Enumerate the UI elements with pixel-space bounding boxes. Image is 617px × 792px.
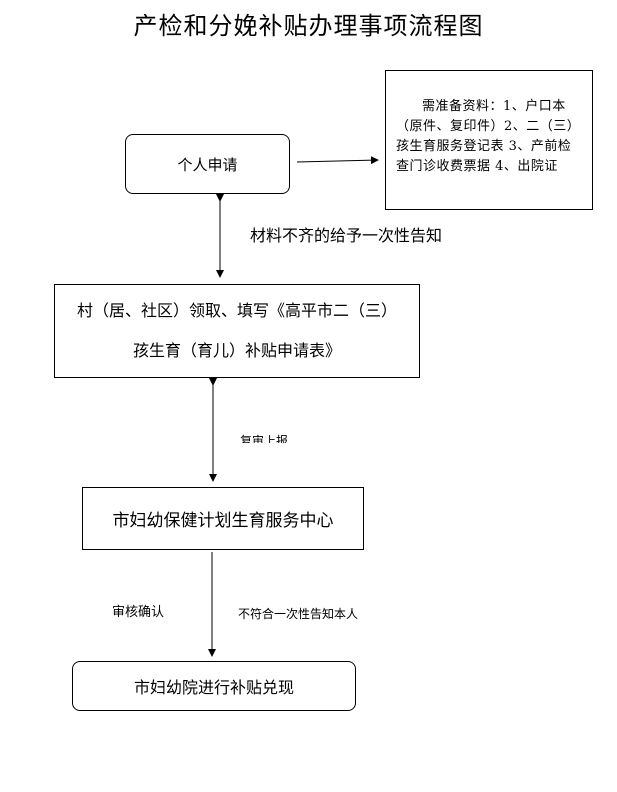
arrow-to-materials <box>296 156 379 165</box>
village-application-node: 村（居、社区）领取、填写《高平市二（三） 孩生育（育儿）补贴申请表》 <box>54 284 420 378</box>
village-label-line2: 孩生育（育儿）补贴申请表》 <box>132 341 341 360</box>
not-eligible-label: 不符合一次性告知本人 <box>238 607 359 621</box>
page-title: 产检和分娩补贴办理事项流程图 <box>133 12 484 40</box>
village-label-line1: 村（居、社区）领取、填写《高平市二（三） <box>76 301 397 320</box>
review-report-label: 复审上报 <box>240 434 289 443</box>
review-confirm-label: 审核确认 <box>112 605 165 620</box>
maternal-health-center-node: 市妇幼保健计划生育服务中心 <box>82 487 364 550</box>
personal-application-label: 个人申请 <box>177 155 238 174</box>
personal-application-node: 个人申请 <box>125 134 290 194</box>
hospital-subsidy-node: 市妇幼院进行补贴兑现 <box>72 661 356 711</box>
center-label: 市妇幼保健计划生育服务中心 <box>112 511 334 531</box>
hospital-label: 市妇幼院进行补贴兑现 <box>133 678 294 697</box>
required-materials-node: 需准备资料：1、户口本（原件、复印件）2、二（三）孩生育服务登记表 3、产前检查… <box>385 70 593 210</box>
incomplete-materials-label: 材料不齐的给予一次性告知 <box>250 226 443 245</box>
